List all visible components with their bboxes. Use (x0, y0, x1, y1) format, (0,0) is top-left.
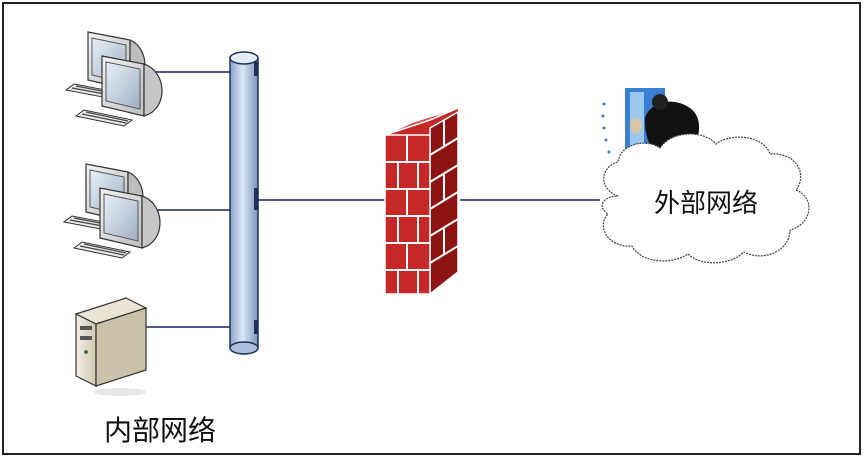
external-network-label: 外部网络 (654, 189, 758, 219)
intruder-icon (601, 88, 700, 160)
workstation-icon (62, 163, 161, 259)
firewall-icon (384, 107, 459, 296)
network-bus (229, 51, 259, 355)
internet-cloud: 外部网络 (601, 133, 810, 264)
internal-network-label: 内部网络 (104, 414, 216, 447)
workstation-icon (64, 31, 163, 127)
connection-lines (140, 71, 600, 328)
server-icon (74, 297, 148, 396)
